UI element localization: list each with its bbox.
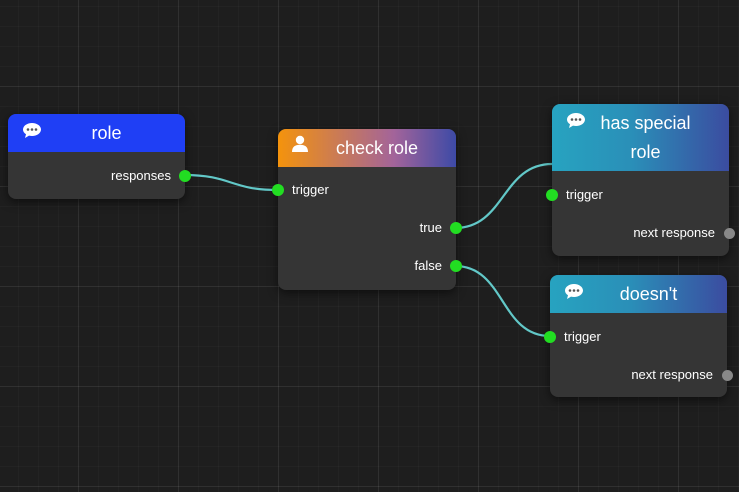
output-socket[interactable] [722, 370, 733, 381]
input-socket[interactable] [544, 331, 556, 343]
port-label: trigger [566, 187, 603, 202]
output-port-responses[interactable]: responses [111, 168, 191, 184]
output-port-next-response[interactable]: next response [631, 367, 733, 383]
node-role[interactable]: role responses [8, 114, 191, 199]
port-label: false [414, 258, 442, 273]
node-has-special-role-header[interactable]: has special role [552, 104, 729, 171]
output-port-true[interactable]: true [419, 220, 462, 236]
node-check-role[interactable]: check role trigger true false [272, 129, 462, 290]
speech-bubble-icon [565, 284, 583, 299]
node-has-special-role[interactable]: has special role trigger next response [546, 104, 735, 256]
speech-bubble-icon [567, 113, 585, 128]
node-doesnt[interactable]: doesn't trigger next response [544, 275, 733, 397]
input-socket[interactable] [272, 184, 284, 196]
port-label: next response [633, 225, 715, 240]
node-check-role-header[interactable]: check role [278, 129, 456, 167]
user-icon [292, 135, 308, 152]
port-label: true [419, 220, 442, 235]
output-socket[interactable] [450, 260, 462, 272]
node-title: check role [335, 138, 419, 158]
input-socket[interactable] [546, 189, 558, 201]
node-role-header[interactable]: role [8, 114, 185, 152]
node-doesnt-header[interactable]: doesn't [550, 275, 727, 313]
wire-role-to-check-role[interactable] [183, 173, 279, 192]
node-title: role [91, 123, 122, 143]
port-label: trigger [564, 329, 601, 344]
port-label: responses [111, 168, 171, 183]
node-title: has special role [600, 112, 691, 162]
output-port-false[interactable]: false [414, 258, 462, 274]
input-port-trigger[interactable]: trigger [272, 182, 329, 198]
wire-true-to-has-special-role[interactable] [454, 162, 553, 230]
wire-false-to-doesnt[interactable] [454, 264, 551, 338]
input-port-trigger[interactable]: trigger [544, 329, 601, 345]
output-socket[interactable] [724, 228, 735, 239]
port-label: trigger [292, 182, 329, 197]
port-label: next response [631, 367, 713, 382]
output-socket[interactable] [450, 222, 462, 234]
input-port-trigger[interactable]: trigger [546, 187, 603, 203]
output-socket[interactable] [179, 170, 191, 182]
speech-bubble-icon [23, 123, 41, 138]
output-port-next-response[interactable]: next response [633, 225, 735, 241]
node-title: doesn't [619, 284, 678, 304]
